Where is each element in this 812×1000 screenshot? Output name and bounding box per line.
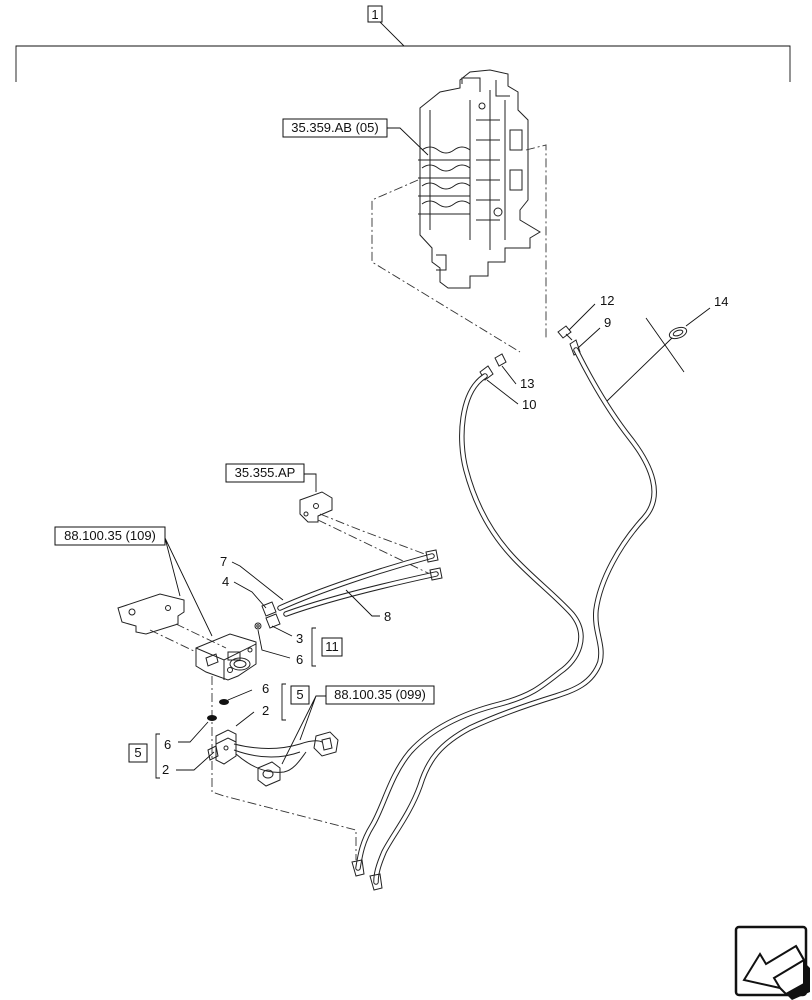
leader-6-lower [178, 721, 209, 743]
assembly-callout[interactable]: 1 [367, 5, 383, 23]
valve-vertical-dash [211, 676, 357, 860]
part-label-3: 3 [296, 631, 303, 646]
leader-4 [233, 581, 267, 609]
leader-8 [345, 589, 380, 617]
o-ring-6-lower [207, 715, 217, 721]
hose-7-8-end-fittings [425, 549, 443, 581]
clip-14 [668, 326, 688, 340]
part-label-6-lower: 6 [164, 737, 171, 752]
leader-2-mid [235, 711, 255, 727]
control-valve-leader [387, 127, 429, 156]
bracket-reference[interactable]: 35.355.AP [225, 463, 305, 483]
hose-9 [373, 347, 657, 885]
hose-8 [283, 571, 439, 617]
leader-2-lower [176, 751, 215, 771]
fitting-group [254, 601, 281, 630]
solenoid-valve-reference[interactable]: 88.100.35 (109) [54, 526, 166, 546]
valve-dash-left [371, 179, 521, 353]
hose-end-fittings [351, 859, 383, 891]
hose-7 [277, 553, 435, 611]
control-valve-block [418, 69, 541, 289]
assembly-bracket [15, 21, 791, 82]
part-label-9: 9 [604, 315, 611, 330]
hose-10 [355, 373, 584, 871]
control-valve-reference[interactable]: 35.359.AB (05) [282, 118, 388, 138]
svg-text:11: 11 [325, 639, 339, 654]
svg-text:88.100.35 (099): 88.100.35 (099) [334, 687, 426, 702]
part-label-6-mid: 6 [262, 681, 269, 696]
svg-text:35.355.AP: 35.355.AP [235, 465, 296, 480]
fitting-12 [557, 325, 573, 341]
kit-11-bracket [311, 627, 316, 667]
arrow-icon[interactable] [734, 925, 810, 1000]
leader-3 [271, 625, 293, 637]
part-label-14: 14 [714, 294, 728, 309]
leader-7 [231, 561, 284, 601]
plate-dash [149, 623, 227, 653]
kit-callout-5-lower[interactable]: 5 [128, 743, 148, 763]
leader-9 [577, 327, 601, 349]
kit-callout-5-upper[interactable]: 5 [290, 685, 310, 705]
mounting-bracket [299, 491, 333, 523]
svg-text:5: 5 [134, 745, 141, 760]
part-label-13: 13 [520, 376, 534, 391]
clip-position-marker [605, 317, 685, 403]
part-label-2-lower: 2 [162, 762, 169, 777]
wiring-harness [233, 731, 339, 787]
leader-14 [685, 307, 711, 327]
leader-6-upper [257, 629, 291, 659]
svg-text:88.100.35 (109): 88.100.35 (109) [64, 528, 156, 543]
o-ring-6-mid [219, 699, 229, 705]
leader-6-mid [227, 689, 253, 701]
part-label-12: 12 [600, 293, 614, 308]
part-label-10: 10 [522, 397, 536, 412]
solenoid-valve-leader [164, 537, 213, 637]
part-label-8: 8 [384, 609, 391, 624]
kit-5-upper-bracket [281, 683, 286, 721]
part-label-4: 4 [222, 574, 229, 589]
part-label-7: 7 [220, 554, 227, 569]
leader-12 [568, 303, 596, 331]
harness-leader [281, 695, 326, 765]
svg-text:35.359.AB (05): 35.359.AB (05) [291, 120, 378, 135]
valve-dash-right [525, 144, 547, 338]
part-label-2-mid: 2 [262, 703, 269, 718]
bracket-dash [317, 513, 431, 575]
fitting-13 [494, 353, 507, 367]
part-label-6-upper: 6 [296, 652, 303, 667]
svg-text:1: 1 [371, 7, 378, 22]
kit-callout-11[interactable]: 11 [321, 637, 343, 657]
kit-5-lower-bracket [155, 733, 160, 779]
valve-mounting-plate [117, 593, 185, 635]
harness-reference[interactable]: 88.100.35 (099) [325, 685, 435, 705]
svg-text:5: 5 [296, 687, 303, 702]
leader-10 [486, 379, 519, 405]
solenoid-valve [195, 633, 257, 681]
check-valve-fitting [207, 729, 237, 765]
bracket-leader [304, 473, 317, 492]
leader-13 [501, 365, 517, 385]
